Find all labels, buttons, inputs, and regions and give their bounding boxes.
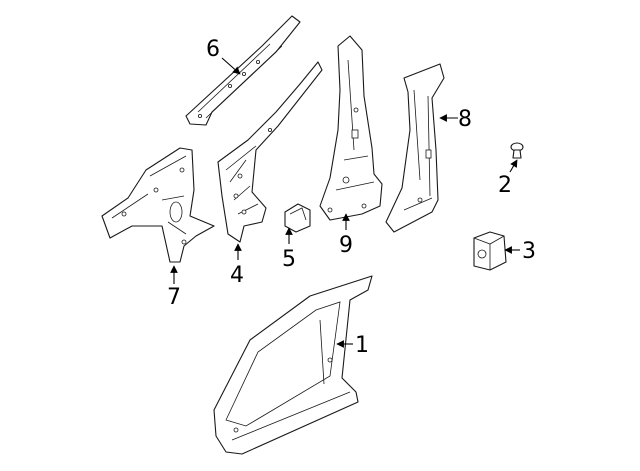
part-8-center-pillar-outer	[385, 63, 445, 233]
callout-8: 8	[458, 107, 472, 132]
callout-5: 5	[282, 247, 296, 272]
leader-lines	[170, 57, 520, 348]
callout-9: 9	[339, 233, 353, 258]
part-3-block	[473, 231, 507, 271]
part-6-roof-rail	[185, 15, 301, 126]
callout-7: 7	[167, 285, 181, 310]
callout-3: 3	[522, 239, 536, 264]
part-5-bracket	[284, 203, 311, 233]
part-9-center-pillar-inner	[319, 35, 383, 221]
callout-1: 1	[355, 333, 369, 358]
callout-2: 2	[498, 173, 512, 198]
callout-6: 6	[206, 37, 220, 62]
part-2-clip	[510, 142, 524, 159]
callout-4: 4	[230, 263, 244, 288]
part-7-hinge-pillar	[101, 147, 215, 263]
part-1-body-side	[213, 275, 373, 455]
part-4-front-pillar-inner	[217, 61, 323, 243]
